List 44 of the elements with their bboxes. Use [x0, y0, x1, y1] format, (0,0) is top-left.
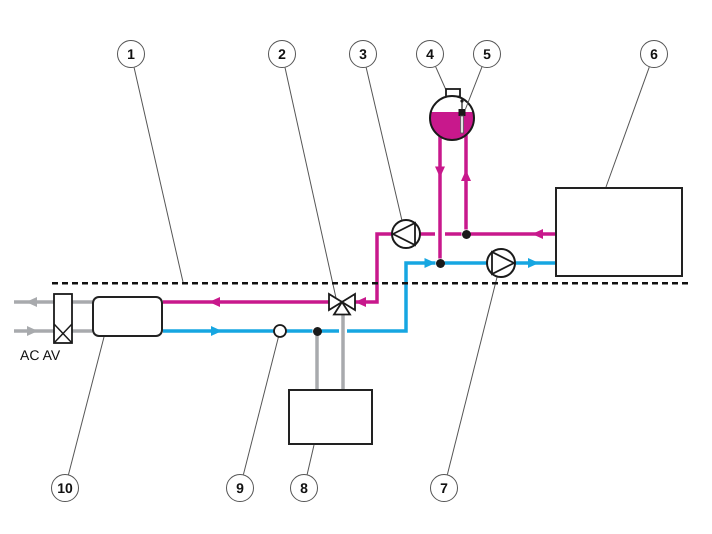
leader-line — [446, 276, 498, 475]
sensor-icon — [273, 324, 287, 338]
pipe — [163, 326, 274, 336]
callout-number: 9 — [226, 474, 254, 502]
equipment-box — [92, 296, 163, 337]
annotation-text: AC AV — [20, 347, 60, 363]
leader-line — [465, 66, 482, 110]
pipe — [341, 315, 345, 389]
equipment-box — [288, 389, 373, 445]
callout-number: 5 — [473, 40, 501, 68]
pump-icon — [486, 248, 516, 278]
leader-line — [306, 444, 314, 475]
damper-icon — [53, 293, 73, 344]
leader-line — [606, 66, 650, 188]
three-way-valve-icon — [328, 293, 356, 316]
callout-number: 4 — [416, 40, 444, 68]
callout-number: 6 — [640, 40, 668, 68]
junction-dot-icon — [312, 326, 322, 336]
callout-number: 2 — [268, 40, 296, 68]
callout-number: 10 — [51, 474, 79, 502]
leader-line — [435, 66, 446, 90]
pipe — [322, 258, 436, 333]
airflow-arrow — [14, 297, 54, 307]
leader-line — [134, 67, 184, 282]
equipment-box — [555, 187, 683, 277]
pipe — [315, 336, 319, 389]
pipe — [355, 232, 392, 307]
airflow-arrow — [14, 326, 54, 336]
leader-line — [242, 336, 279, 475]
callout-number: 8 — [290, 474, 318, 502]
airflow-line — [72, 329, 92, 333]
pipe — [470, 229, 555, 239]
callout-number: 1 — [117, 40, 145, 68]
leader-line — [366, 67, 402, 222]
airflow-line — [72, 300, 92, 304]
pipe — [515, 258, 555, 268]
junction-dot-icon — [436, 258, 444, 268]
pipe — [286, 329, 312, 333]
pipe — [163, 297, 329, 307]
leader-line — [68, 336, 104, 475]
callout-number: 7 — [430, 474, 458, 502]
callout-number: 3 — [349, 40, 377, 68]
pump-icon — [391, 219, 421, 249]
pipe — [444, 261, 487, 265]
